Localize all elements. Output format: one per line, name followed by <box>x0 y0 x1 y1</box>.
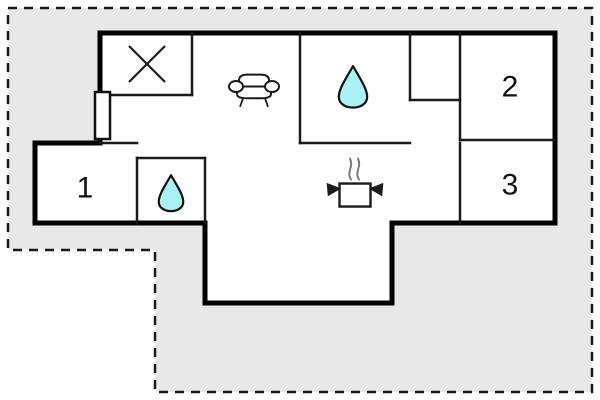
entry-door-leaf[interactable] <box>93 90 112 141</box>
room-icons-group <box>128 45 384 213</box>
water-drop-icon-lower <box>157 174 185 213</box>
sofa-seat <box>236 85 272 100</box>
water-drop-shape <box>157 174 185 213</box>
room-labels-group: 1 2 3 <box>77 71 519 205</box>
water-drop-shape <box>337 65 369 109</box>
pot-body <box>338 182 372 208</box>
sofa-leg-left <box>239 97 244 108</box>
pot-steam-left <box>348 157 353 181</box>
sofa-icon <box>228 73 280 108</box>
stove-pot-icon <box>326 157 384 208</box>
cross-icon-stroke-b <box>128 45 166 83</box>
interior-partitions <box>98 31 557 225</box>
water-drop-icon-top <box>337 65 369 109</box>
sofa-arm-left <box>228 80 244 94</box>
room-label-2: 2 <box>502 71 519 104</box>
sofa-arm-right <box>264 80 280 94</box>
sofa-backrest <box>238 73 270 90</box>
pot-handle-right <box>368 182 384 197</box>
room-label-1: 1 <box>77 172 94 205</box>
room-label-3: 3 <box>502 169 519 202</box>
cross-icon <box>128 45 166 83</box>
pot-handle-left <box>326 182 342 197</box>
entry-door[interactable] <box>93 90 112 141</box>
sofa-leg-right <box>264 97 269 108</box>
pot-steam-right <box>356 157 361 181</box>
